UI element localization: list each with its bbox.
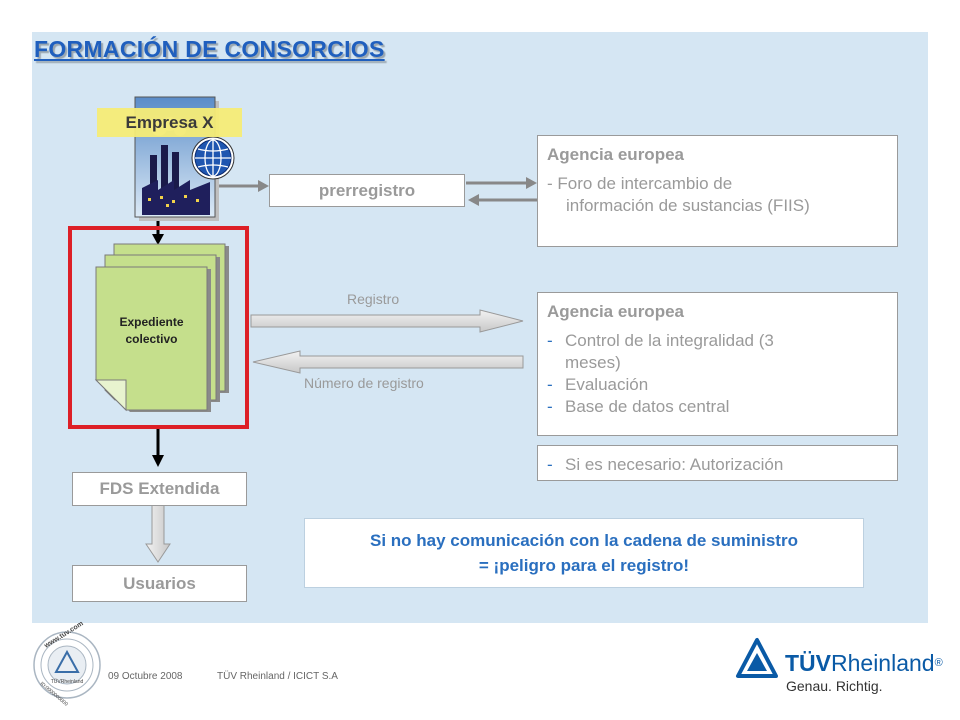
authorization-item: -Si es necesario: Autorización — [547, 454, 897, 476]
page-title: FORMACIÓN DE CONSORCIOS — [34, 36, 385, 62]
brand-reg: ® — [934, 657, 943, 669]
brand-name: TÜVRheinland® — [785, 650, 943, 676]
fds-users-arrow — [145, 504, 171, 563]
dossier-group — [68, 226, 249, 429]
warning-box: Si no hay comunicación con la cadena de … — [304, 518, 864, 588]
globe-icon — [191, 136, 235, 180]
usuarios-box: Usuarios — [72, 565, 247, 602]
agency-top-box: Agencia europea - Foro de intercambio de… — [537, 135, 898, 247]
company-label: Empresa X — [125, 113, 214, 132]
bullet-dash: - — [547, 397, 553, 416]
company-label-bg — [97, 108, 242, 137]
bullet-dash: - — [547, 455, 553, 474]
agency-top-line1: - Foro de intercambio de — [547, 174, 733, 193]
footer-date: 09 Octubre 2008 — [108, 671, 183, 682]
company-card — [97, 96, 242, 221]
fds-extendida-box: FDS Extendida — [72, 472, 247, 506]
authorization-text: Si es necesario: Autorización — [565, 455, 784, 474]
agency-top-line2: información de sustancias (FIIS) — [566, 196, 810, 215]
footer-org: TÜV Rheinland / ICICT S.A — [217, 671, 338, 682]
brand-tagline: Genau. Richtig. — [786, 678, 883, 694]
prerregistro-box: prerregistro — [269, 174, 465, 207]
agency-top-title: Agencia europea — [547, 145, 684, 164]
dossier-line1: Expediente — [119, 315, 184, 329]
warning-line1: Si no hay comunicación con la cadena de … — [370, 531, 798, 550]
agency-mid-box: Agencia europea -Control de la integrali… — [537, 292, 898, 436]
agency-mid-item-cont: meses) — [547, 352, 897, 374]
bullet-dash: - — [547, 331, 553, 350]
registro-label: Registro — [347, 291, 400, 307]
warning-line2: = ¡peligro para el registro! — [478, 556, 690, 575]
numero-registro-label: Número de registro — [304, 375, 424, 391]
tuv-logo-icon — [736, 638, 778, 678]
item-text: Control de la integralidad (3 — [565, 331, 774, 350]
tuv-seal-icon: www.tuv.com TÜVRheinland ID:0000000000 — [33, 620, 101, 708]
item-text: Evaluación — [565, 375, 649, 394]
agency-mid-item: -Control de la integralidad (3 — [547, 330, 897, 352]
dossier-label: Expediente colectivo — [96, 314, 207, 348]
agency-mid-item: -Evaluación — [547, 374, 897, 396]
item-text: meses) — [565, 353, 621, 372]
prerregistro-arrows — [219, 177, 537, 206]
seal-brand-text: TÜVRheinland — [51, 678, 84, 685]
dossier-line2: colectivo — [125, 332, 178, 346]
item-text: Base de datos central — [565, 397, 730, 416]
agency-mid-item: -Base de datos central — [547, 396, 897, 418]
highlight-frame — [68, 226, 249, 429]
bullet-dash: - — [547, 375, 553, 394]
brand-name-a: TÜV — [785, 650, 831, 676]
brand-name-b: Rheinland — [831, 650, 935, 676]
authorization-box: -Si es necesario: Autorización — [537, 445, 898, 481]
registro-arrows — [250, 309, 524, 374]
vertical-flow-arrows — [152, 221, 164, 467]
bullet-spacer — [547, 352, 565, 374]
agency-mid-title: Agencia europea — [547, 302, 684, 321]
